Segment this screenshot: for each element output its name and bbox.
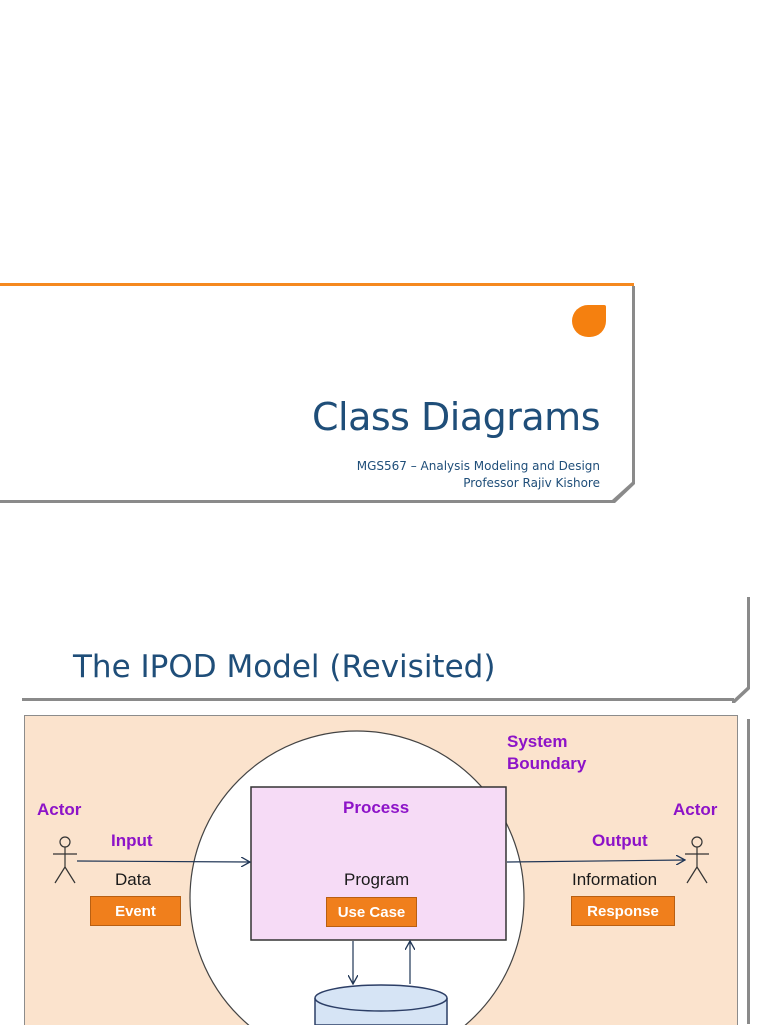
slide-right-shadow [747, 597, 750, 689]
use-case-box: Use Case [326, 897, 417, 927]
orange-leaf-icon [572, 305, 606, 337]
slide-title: The IPOD Model (Revisited) [73, 649, 496, 685]
folded-corner-icon [612, 482, 635, 503]
right-actor-icon [685, 836, 709, 884]
output-label: Output [592, 831, 648, 850]
slide-bottom-shadow [0, 500, 612, 503]
left-actor-icon [53, 836, 77, 884]
slide-right-shadow [632, 286, 635, 482]
orange-top-rule [0, 283, 634, 286]
diagram-right-shadow [747, 719, 750, 1024]
title-slide: Class Diagrams MGS567 – Analysis Modelin… [0, 283, 635, 503]
database-icon [314, 984, 448, 1025]
program-label: Program [344, 870, 410, 889]
ipod-slide: The IPOD Model (Revisited) [0, 597, 768, 1025]
input-arrow [76, 861, 250, 862]
presentation-subtitle: MGS567 – Analysis Modeling and Design Pr… [357, 458, 600, 492]
slide-bottom-shadow [22, 698, 734, 701]
event-box: Event [90, 896, 181, 926]
response-box: Response [571, 896, 675, 926]
professor-name: Professor Rajiv Kishore [463, 476, 600, 490]
output-arrow [506, 860, 685, 862]
input-label: Input [111, 831, 153, 850]
data-label: Data [115, 870, 151, 889]
folded-corner-icon [732, 687, 750, 703]
information-label: Information [572, 870, 658, 889]
right-actor-label: Actor [673, 800, 718, 819]
process-label: Process [343, 798, 410, 817]
course-name: MGS567 – Analysis Modeling and Design [356, 459, 600, 473]
presentation-title: Class Diagrams [311, 395, 601, 439]
left-actor-label: Actor [37, 800, 82, 819]
ipod-diagram: System Boundary Actor Actor Input Output… [24, 715, 738, 1025]
system-boundary-label: System Boundary [507, 732, 587, 773]
